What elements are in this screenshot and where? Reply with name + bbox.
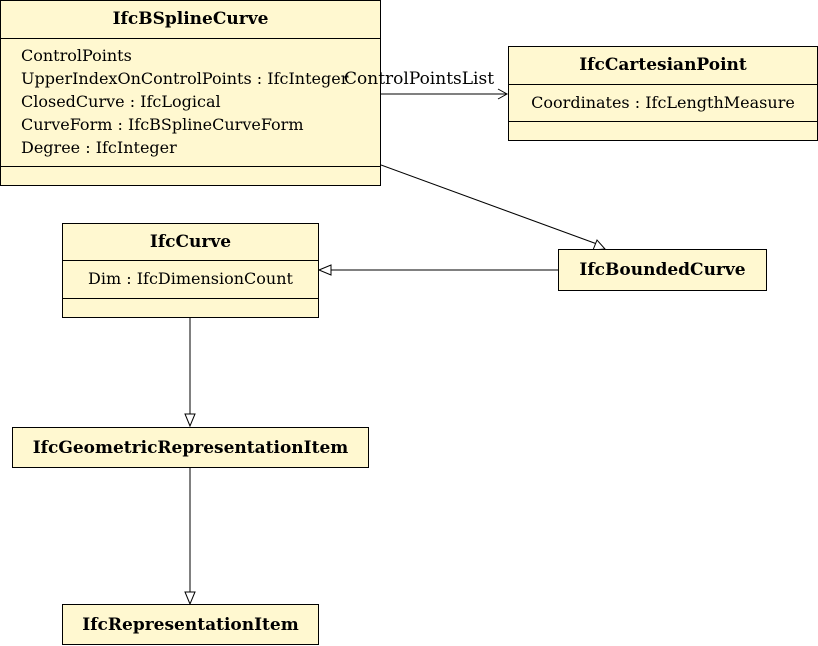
generalization-bspline-to-bounded xyxy=(380,164,598,245)
class-ifc-geometric-representation-item[interactable]: IfcGeometricRepresentationItem xyxy=(12,427,369,468)
attribute: Dim : IfcDimensionCount xyxy=(88,269,293,288)
attribute-compartment: ControlPoints UpperIndexOnControlPoints … xyxy=(1,39,380,167)
class-ifc-curve[interactable]: IfcCurve Dim : IfcDimensionCount xyxy=(62,223,319,318)
class-title: IfcCartesianPoint xyxy=(509,47,817,85)
attribute: ControlPoints xyxy=(21,46,132,65)
generalization-arrowhead xyxy=(317,264,332,276)
generalization-arrowhead xyxy=(184,413,196,428)
attribute: CurveForm : IfcBSplineCurveForm xyxy=(21,115,304,134)
attribute: ClosedCurve : IfcLogical xyxy=(21,92,221,111)
class-ifc-cartesian-point[interactable]: IfcCartesianPoint Coordinates : IfcLengt… xyxy=(508,46,818,141)
association-label: ControlPointsList xyxy=(344,69,495,89)
class-ifc-bounded-curve[interactable]: IfcBoundedCurve xyxy=(558,249,767,291)
attribute: UpperIndexOnControlPoints : IfcInteger xyxy=(21,69,349,88)
generalization-arrowhead xyxy=(184,591,196,606)
class-title: IfcBSplineCurve xyxy=(1,1,380,39)
attribute-compartment: Coordinates : IfcLengthMeasure xyxy=(509,85,817,122)
class-title: IfcCurve xyxy=(63,224,318,261)
association-arrowhead xyxy=(497,88,509,100)
class-ifc-representation-item[interactable]: IfcRepresentationItem xyxy=(62,604,319,645)
class-ifc-bspline-curve[interactable]: IfcBSplineCurve ControlPoints UpperIndex… xyxy=(0,0,381,186)
attribute: Degree : IfcInteger xyxy=(21,138,177,157)
attribute: Coordinates : IfcLengthMeasure xyxy=(531,93,795,112)
attribute-compartment: Dim : IfcDimensionCount xyxy=(63,261,318,299)
